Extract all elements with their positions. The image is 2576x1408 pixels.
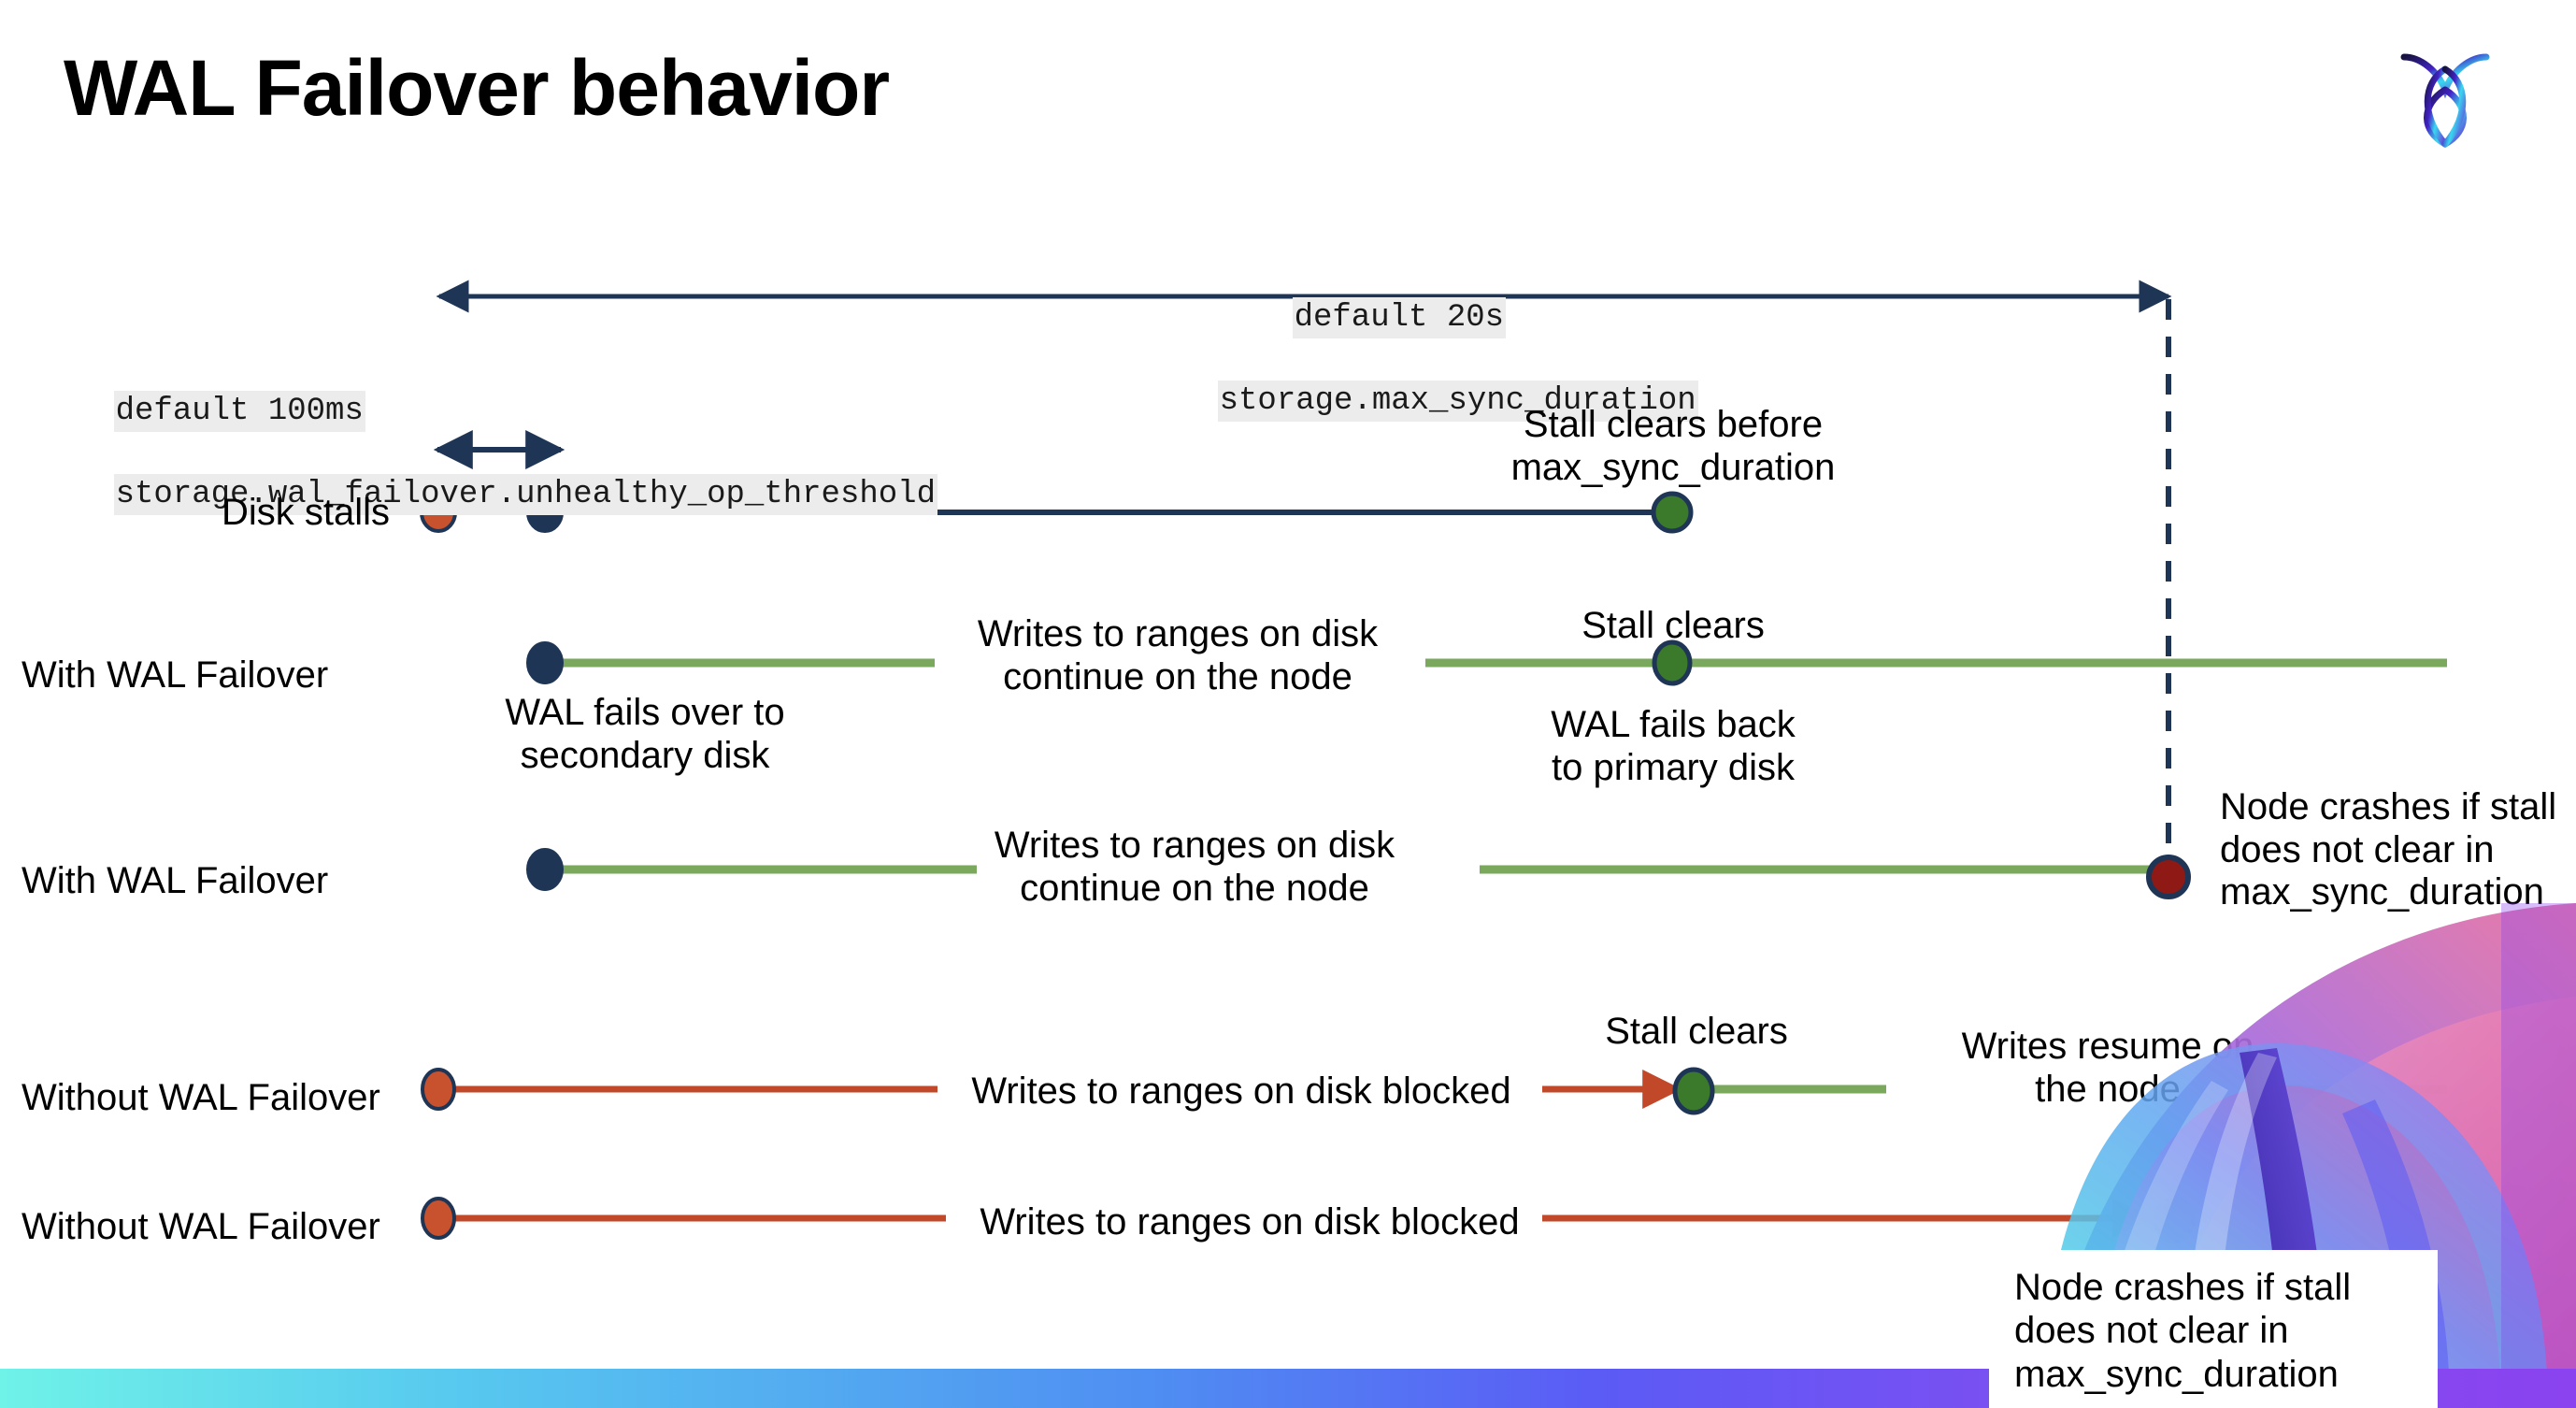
annotation-line-1: WAL fails back	[1551, 704, 1796, 745]
row-label-with-wal-failover-crash: With WAL Failover	[21, 860, 329, 901]
annotation-line-1: Writes resume on	[1961, 1026, 2254, 1067]
annotation-line-1: Node crashes if stall	[2014, 1267, 2352, 1308]
annotation-wal-fails-back: WAL fails back to primary disk	[1486, 704, 1860, 789]
annotation-writes-continue-row2: Writes to ranges on disk continue on the…	[935, 613, 1421, 698]
annotation-line-2: does not clear in	[2220, 828, 2495, 870]
max-sync-duration-setting: storage.max_sync_duration	[1217, 380, 1698, 422]
unhealthy-op-threshold-default: default 100ms	[113, 391, 365, 433]
annotation-line-2: the node	[2035, 1068, 2181, 1110]
annotation-line-3: max_sync_duration	[2014, 1353, 2339, 1395]
row-with-wal-failover-clears-track	[526, 639, 2447, 686]
unhealthy-op-threshold-chip: default 100ms storage.wal_failover.unhea…	[37, 350, 937, 556]
annotation-node-crashes-row3: Node crashes if stall does not clear in …	[2220, 786, 2575, 914]
annotation-line-2: secondary disk	[520, 734, 770, 776]
row-with-wal-failover-crash-track	[526, 848, 2191, 899]
annotation-stall-clears-row2: Stall clears	[1581, 605, 1765, 646]
annotation-line-2: continue on the node	[1020, 867, 1369, 909]
row-label-without-wal-failover-crash: Without WAL Failover	[21, 1206, 380, 1247]
row-label-disk-stalls: Disk stalls	[222, 492, 391, 533]
annotation-writes-continue-row3: Writes to ranges on disk continue on the…	[952, 825, 1438, 910]
max-sync-duration-default: default 20s	[1292, 297, 1507, 339]
annotation-line-2: to primary disk	[1551, 746, 1796, 788]
cockroachdb-logo-icon	[2389, 36, 2501, 148]
annotation-stall-clears-before: Stall clears before max_sync_duration	[1486, 404, 1860, 489]
annotation-stall-clears-row4: Stall clears	[1605, 1011, 1788, 1052]
row-label-with-wal-failover-clears: With WAL Failover	[21, 654, 329, 696]
page-title: WAL Failover behavior	[64, 44, 890, 132]
annotation-line-2: does not clear in	[2014, 1310, 2289, 1352]
max-sync-duration-chip: default 20s storage.max_sync_duration	[1141, 256, 1698, 463]
annotation-line-2: max_sync_duration	[1510, 446, 1836, 488]
annotation-line-2: continue on the node	[1003, 655, 1352, 697]
annotation-node-crashes-row5: Node crashes if stall does not clear in …	[2014, 1266, 2444, 1396]
annotation-line-1: Stall clears before	[1523, 404, 1824, 445]
annotation-line-1: Writes to ranges on disk	[994, 825, 1395, 866]
annotation-line-1: WAL fails over to	[505, 692, 785, 733]
annotation-writes-blocked-row5: Writes to ranges on disk blocked	[980, 1201, 1520, 1243]
row-label-without-wal-failover-clears: Without WAL Failover	[21, 1077, 380, 1118]
annotation-wal-fails-over: WAL fails over to secondary disk	[449, 692, 841, 777]
annotation-line-1: Writes to ranges on disk	[977, 613, 1379, 654]
annotation-line-1: Node crashes if stall	[2220, 786, 2557, 827]
annotation-writes-blocked-row4: Writes to ranges on disk blocked	[971, 1070, 1511, 1112]
unhealthy-op-threshold-setting: storage.wal_failover.unhealthy_op_thresh…	[113, 473, 937, 515]
node-crashes-callout-card	[1989, 1250, 2438, 1408]
annotation-line-3: max_sync_duration	[2220, 871, 2544, 913]
annotation-writes-resume: Writes resume on the node	[1907, 1026, 2309, 1111]
